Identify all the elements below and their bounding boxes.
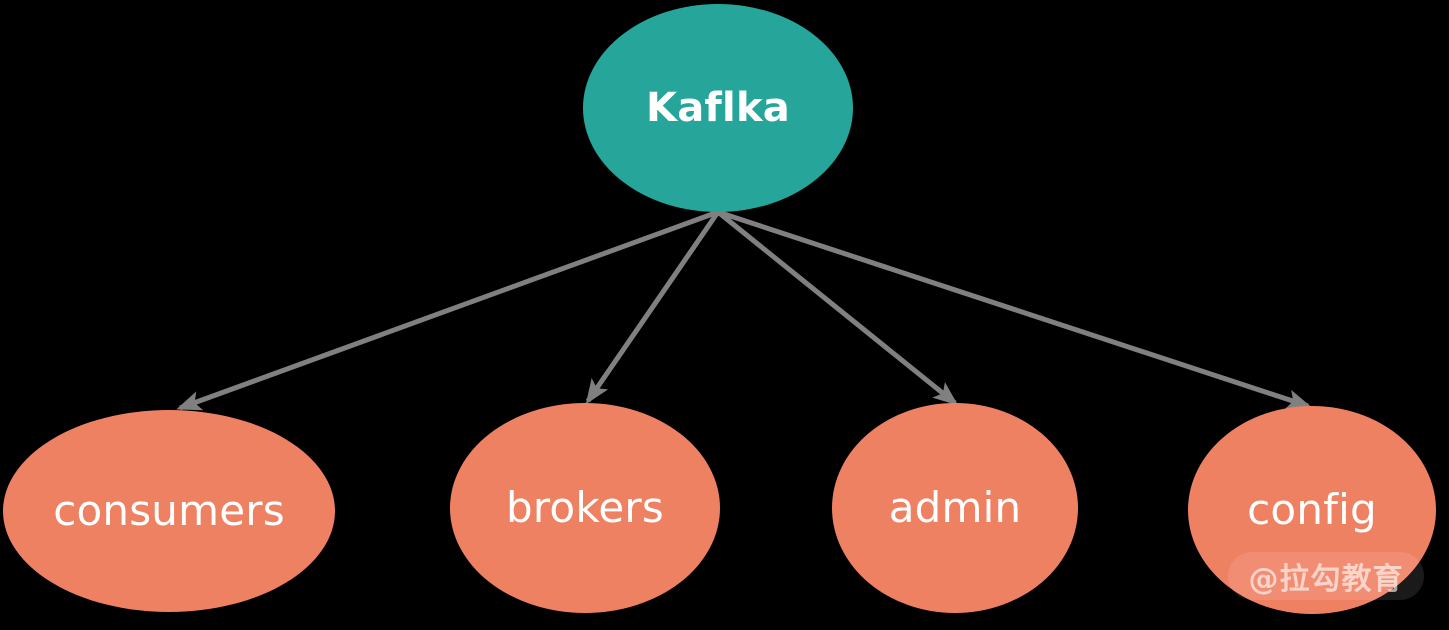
edge-kaflka-brokers xyxy=(585,210,721,405)
edge-kaflka-admin xyxy=(716,210,959,406)
edges-group xyxy=(176,209,1312,411)
node-label-brokers: brokers xyxy=(506,483,664,532)
node-kaflka[interactable]: Kaflka xyxy=(583,4,853,212)
edge-kaflka-config xyxy=(717,209,1312,409)
watermark-text: @拉勾教育 xyxy=(1248,562,1404,597)
node-label-kaflka: Kaflka xyxy=(646,85,790,131)
node-admin[interactable]: admin xyxy=(832,403,1078,613)
node-label-admin: admin xyxy=(888,483,1022,532)
node-label-consumers: consumers xyxy=(53,486,285,535)
node-config[interactable]: config xyxy=(1188,406,1436,614)
node-consumers[interactable]: consumers xyxy=(3,410,335,612)
edge-kaflka-consumers xyxy=(176,209,719,411)
watermark: @拉勾教育 xyxy=(1228,552,1424,600)
node-label-config: config xyxy=(1247,485,1377,534)
node-brokers[interactable]: brokers xyxy=(450,403,720,613)
